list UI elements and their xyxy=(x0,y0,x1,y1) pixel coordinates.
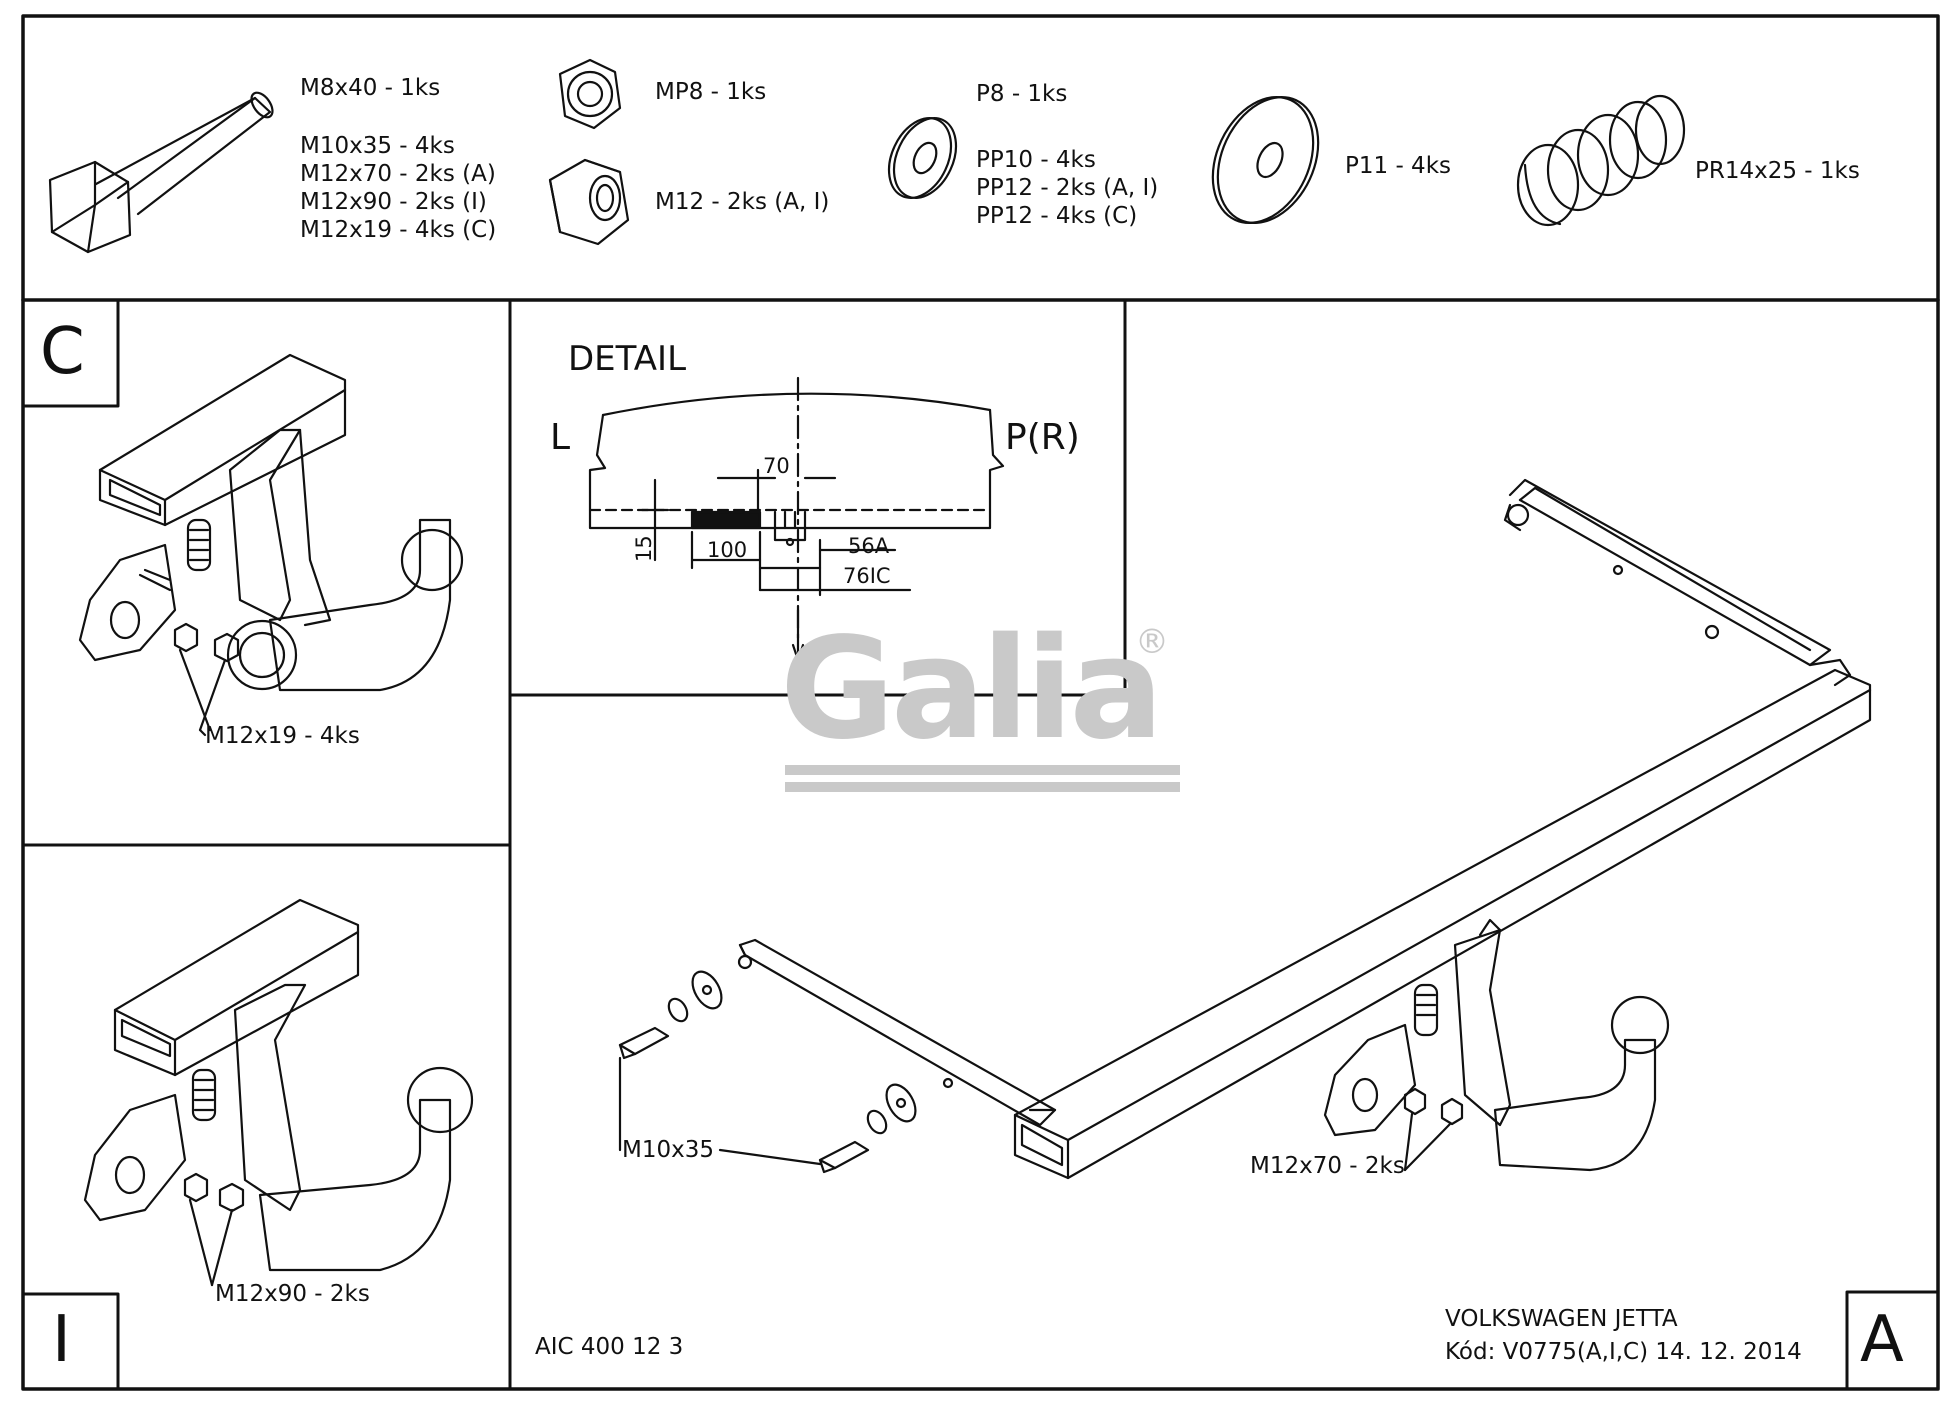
kod-line: Kód: V0775(A,I,C) 14. 12. 2014 xyxy=(1445,1339,1802,1365)
detail-dim-100: 100 xyxy=(707,538,748,562)
panel-c-callout: M12x19 - 4ks xyxy=(205,723,360,749)
product-code: AIC 400 12 3 xyxy=(535,1334,684,1360)
washer-pp12-c-label: PP12 - 4ks (C) xyxy=(976,203,1138,229)
spring-drawing xyxy=(1516,94,1686,227)
watermark-bars xyxy=(785,765,1180,792)
spring-label: PR14x25 - 1ks xyxy=(1695,158,1860,184)
washer-small-drawing xyxy=(887,117,958,199)
washer-large-drawing xyxy=(1211,96,1320,224)
nut-mp8-label: MP8 - 1ks xyxy=(655,79,767,105)
washer-p11-label: P11 - 4ks xyxy=(1345,153,1451,179)
nut-mp8-drawing xyxy=(558,58,622,130)
washer-pp10-label: PP10 - 4ks xyxy=(976,147,1096,173)
vehicle-name: VOLKSWAGEN JETTA xyxy=(1445,1306,1678,1332)
hitch-a-drawing xyxy=(618,478,1872,1180)
panel-a-letter: A xyxy=(1860,1303,1904,1377)
nut-m12-drawing xyxy=(548,158,630,246)
frame-lines xyxy=(21,14,1940,1391)
watermark-registered-mark: ® xyxy=(1135,622,1169,662)
detail-right-label: P(R) xyxy=(1005,417,1080,458)
detail-dim-70: 70 xyxy=(763,454,790,478)
nut-m12-label: M12 - 2ks (A, I) xyxy=(655,189,830,215)
washer-pp12-ai-label: PP12 - 2ks (A, I) xyxy=(976,175,1159,201)
detail-title: DETAIL xyxy=(568,339,687,379)
detail-drawing xyxy=(588,376,1005,662)
detail-left-label: L xyxy=(550,417,571,458)
washer-p8-label: P8 - 1ks xyxy=(976,81,1068,107)
watermark-logo: Galia xyxy=(780,608,1164,771)
bolt-drawing xyxy=(48,91,274,254)
panel-c-letter: C xyxy=(40,315,85,389)
panel-a-hook-callout: M12x70 - 2ks xyxy=(1250,1153,1405,1179)
hitch-c-drawing xyxy=(78,353,464,737)
detail-dim-56a: 56A xyxy=(848,534,890,558)
panel-a-bolt-callout: M10x35 xyxy=(622,1137,714,1163)
bolt-label-m8x40: M8x40 - 1ks xyxy=(300,75,441,101)
bolt-label-m12x90: M12x90 - 2ks (I) xyxy=(300,189,487,215)
detail-dim-76ic: 76IC xyxy=(843,564,891,588)
bolt-label-m12x19: M12x19 - 4ks (C) xyxy=(300,217,497,243)
bolt-label-m12x70: M12x70 - 2ks (A) xyxy=(300,161,496,187)
panel-i-callout: M12x90 - 2ks xyxy=(215,1281,370,1307)
detail-dim-15: 15 xyxy=(632,535,656,562)
panel-i-letter: I xyxy=(52,1303,71,1377)
bolt-label-m10x35: M10x35 - 4ks xyxy=(300,133,455,159)
hitch-i-drawing xyxy=(83,898,474,1287)
